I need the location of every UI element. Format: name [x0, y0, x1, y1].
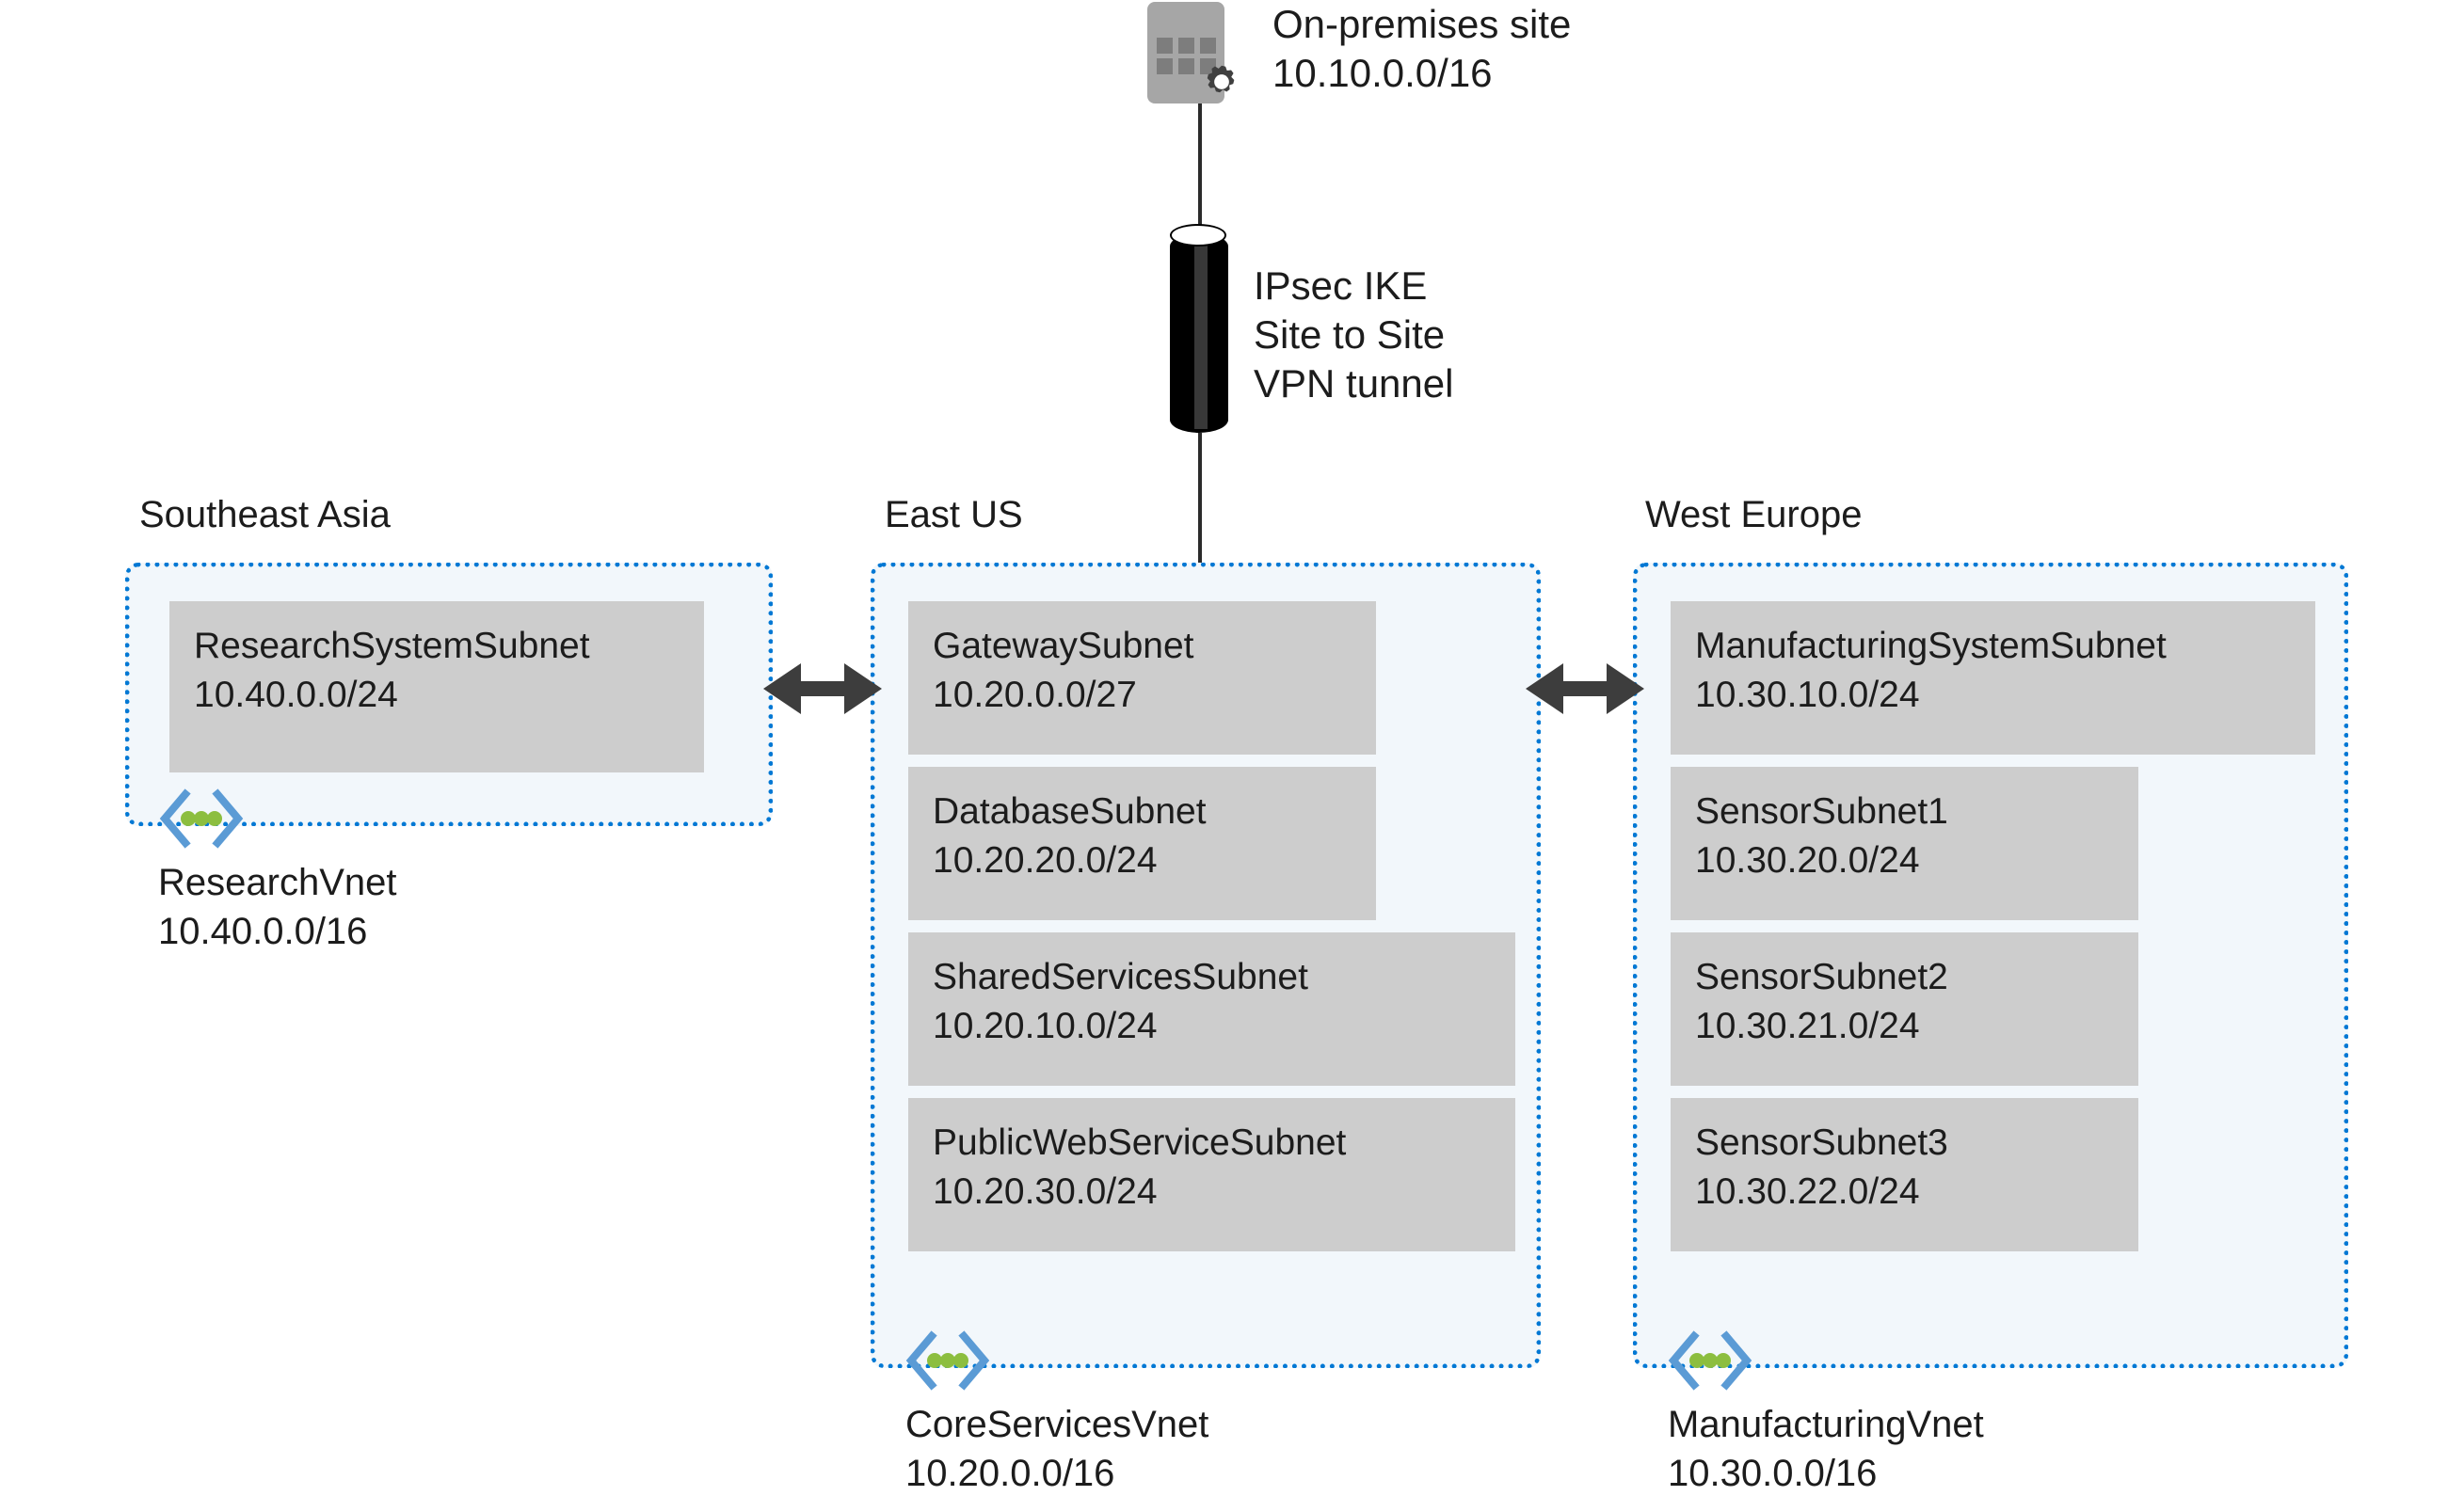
- subnet-cidr: 10.30.10.0/24: [1695, 675, 1920, 715]
- vnet-name: ManufacturingVnet: [1668, 1404, 1984, 1445]
- region-label-east-us: East US: [885, 494, 1023, 535]
- vnet-icon-coreservices: [905, 1330, 990, 1391]
- subnet-database[interactable]: DatabaseSubnet 10.20.20.0/24: [908, 767, 1376, 920]
- subnet-name: SensorSubnet1: [1695, 791, 1948, 832]
- subnet-sharedservices[interactable]: SharedServicesSubnet 10.20.10.0/24: [908, 932, 1515, 1086]
- subnet-name: SharedServicesSubnet: [933, 957, 1308, 997]
- subnet-name: SensorSubnet3: [1695, 1122, 1948, 1163]
- building-window: [1157, 58, 1173, 74]
- vnet-cidr: 10.20.0.0/16: [905, 1453, 1115, 1494]
- vnet-name: ResearchVnet: [158, 862, 397, 903]
- subnet-sensor-2[interactable]: SensorSubnet2 10.30.21.0/24: [1671, 932, 2138, 1086]
- subnet-sensor-3[interactable]: SensorSubnet3 10.30.22.0/24: [1671, 1098, 2138, 1251]
- vnet-name: CoreServicesVnet: [905, 1404, 1209, 1445]
- subnet-name: DatabaseSubnet: [933, 791, 1207, 832]
- onpremises-name: On-premises site: [1272, 2, 1572, 46]
- subnet-name: SensorSubnet2: [1695, 957, 1948, 997]
- peering-arrow-eus-we: [1526, 663, 1644, 714]
- subnet-cidr: 10.30.22.0/24: [1695, 1171, 1920, 1212]
- subnet-publicwebservice[interactable]: PublicWebServiceSubnet 10.20.30.0/24: [908, 1098, 1515, 1251]
- subnet-name: ResearchSystemSubnet: [194, 626, 590, 666]
- subnet-cidr: 10.30.20.0/24: [1695, 840, 1920, 881]
- subnet-gateway[interactable]: GatewaySubnet 10.20.0.0/27: [908, 601, 1376, 755]
- vnet-caption-coreservices: CoreServicesVnet 10.20.0.0/16: [905, 1400, 1208, 1496]
- gear-icon: [1207, 65, 1235, 93]
- peering-arrow-sea-eus: [763, 663, 882, 714]
- vnet-container-coreservices[interactable]: GatewaySubnet 10.20.0.0/27 DatabaseSubne…: [871, 563, 1541, 1368]
- tunnel-highlight-stripe: [1194, 237, 1208, 429]
- tunnel-top-cap: [1170, 224, 1226, 247]
- subnet-cidr: 10.30.21.0/24: [1695, 1006, 1920, 1046]
- subnet-cidr: 10.20.20.0/24: [933, 840, 1158, 881]
- vnet-caption-manufacturing: ManufacturingVnet 10.30.0.0/16: [1668, 1400, 1984, 1496]
- vnet-cidr: 10.30.0.0/16: [1668, 1453, 1878, 1494]
- onpremises-label-group: On-premises site 10.10.0.0/16: [1272, 0, 1571, 98]
- onpremises-to-tunnel-line: [1198, 103, 1202, 228]
- tunnel-to-vnet-line: [1198, 433, 1202, 566]
- building-window: [1200, 38, 1216, 54]
- onpremises-building-icon: [1147, 2, 1235, 103]
- onpremises-cidr: 10.10.0.0/16: [1272, 51, 1493, 95]
- tunnel-label-line2: Site to Site: [1254, 312, 1446, 357]
- tunnel-label-line1: IPsec IKE: [1254, 263, 1428, 308]
- subnet-name: ManufacturingSystemSubnet: [1695, 626, 2167, 666]
- subnet-research-system[interactable]: ResearchSystemSubnet 10.40.0.0/24: [169, 601, 704, 772]
- vnet-container-research[interactable]: ResearchSystemSubnet 10.40.0.0/24: [125, 563, 773, 826]
- vnet-caption-research: ResearchVnet 10.40.0.0/16: [158, 858, 396, 956]
- vnet-icon-research: [159, 788, 244, 849]
- building-window: [1178, 38, 1194, 54]
- subnet-cidr: 10.40.0.0/24: [194, 675, 398, 715]
- subnet-name: PublicWebServiceSubnet: [933, 1122, 1347, 1163]
- building-window: [1157, 38, 1173, 54]
- subnet-cidr: 10.20.10.0/24: [933, 1006, 1158, 1046]
- subnet-cidr: 10.20.30.0/24: [933, 1171, 1158, 1212]
- subnet-sensor-1[interactable]: SensorSubnet1 10.30.20.0/24: [1671, 767, 2138, 920]
- building-window: [1178, 58, 1194, 74]
- subnet-manufacturing-system[interactable]: ManufacturingSystemSubnet 10.30.10.0/24: [1671, 601, 2315, 755]
- tunnel-label-line3: VPN tunnel: [1254, 361, 1454, 406]
- vnet-container-manufacturing[interactable]: ManufacturingSystemSubnet 10.30.10.0/24 …: [1633, 563, 2348, 1368]
- tunnel-label-group: IPsec IKE Site to Site VPN tunnel: [1254, 262, 1453, 408]
- region-label-west-europe: West Europe: [1645, 494, 1863, 535]
- subnet-cidr: 10.20.0.0/27: [933, 675, 1137, 715]
- subnet-name: GatewaySubnet: [933, 626, 1194, 666]
- vnet-icon-manufacturing: [1668, 1330, 1752, 1391]
- vnet-cidr: 10.40.0.0/16: [158, 911, 368, 952]
- vpn-tunnel-icon: [1170, 224, 1228, 438]
- region-label-southeast-asia: Southeast Asia: [139, 494, 391, 535]
